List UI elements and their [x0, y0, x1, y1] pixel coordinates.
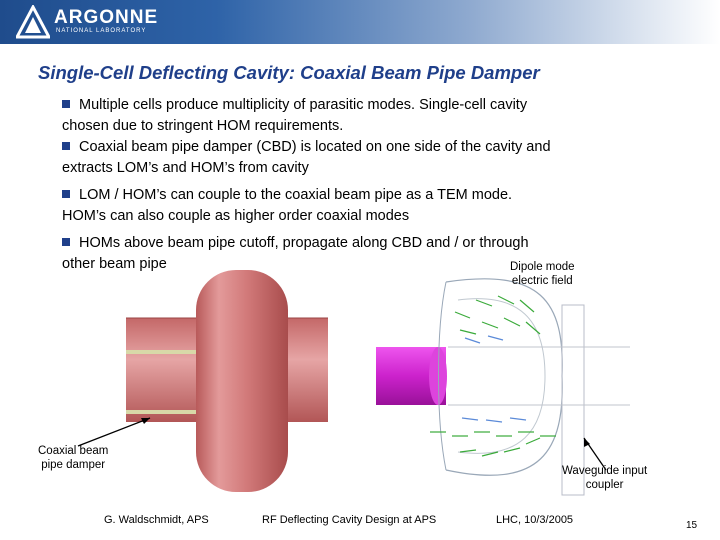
bullet-item: HOMs above beam pipe cutoff, propagate a… — [62, 233, 622, 275]
bullet-item: Coaxial beam pipe damper (CBD) is locate… — [62, 137, 622, 179]
dipole-label-line1: Dipole mode — [510, 261, 575, 273]
waveguide-label-line1: Waveguide input — [562, 465, 648, 477]
bullet-item: LOM / HOM’s can couple to the coaxial be… — [62, 185, 622, 227]
dipole-label-line2: electric field — [511, 275, 573, 287]
cbd-label-line1: Coaxial beam — [38, 445, 109, 457]
cbd-label: Coaxial beam pipe damper — [38, 444, 108, 472]
waveguide-label-line2: coupler — [585, 479, 624, 491]
bullet-square-icon — [62, 100, 70, 108]
bullet-text: chosen due to stringent HOM requirements… — [62, 118, 344, 134]
bullet-square-icon — [62, 190, 70, 198]
cavity-cell — [196, 270, 288, 492]
bullet-text: LOM / HOM’s can couple to the coaxial be… — [79, 187, 513, 203]
bullet-text: HOMs above beam pipe cutoff, propagate a… — [79, 235, 529, 251]
cbd-label-line2: pipe damper — [41, 459, 106, 471]
field-plot — [376, 278, 630, 496]
bullet-square-icon — [62, 238, 70, 246]
bullet-text: other beam pipe — [62, 256, 167, 272]
header-bar: ARGONNE NATIONAL LABORATORY — [0, 0, 720, 44]
bullet-text: Multiple cells produce multiplicity of p… — [79, 97, 528, 113]
logo-name: ARGONNE — [54, 7, 159, 28]
argonne-logo-icon — [16, 5, 50, 39]
damper-stripe-lower — [126, 410, 196, 414]
waveguide-label: Waveguide input coupler — [562, 464, 647, 492]
field-arrows-lower — [430, 417, 556, 457]
callout-arrow-waveguide — [583, 437, 607, 471]
bullet-text: Coaxial beam pipe damper (CBD) is locate… — [79, 139, 551, 155]
footer-event: LHC, 10/3/2005 — [496, 514, 574, 526]
slide-title: Single-Cell Deflecting Cavity: Coaxial B… — [38, 62, 540, 83]
cavity-model — [126, 270, 328, 492]
footer-talk-title: RF Deflecting Cavity Design at APS — [262, 514, 437, 526]
bullet-item: Multiple cells produce multiplicity of p… — [62, 95, 622, 137]
bullet-square-icon — [62, 142, 70, 150]
field-arrows-upper — [454, 295, 541, 344]
waveguide-outline — [561, 304, 585, 496]
logo-subtitle: NATIONAL LABORATORY — [56, 28, 147, 34]
callout-arrow-cbd — [77, 417, 151, 447]
dipole-mode-label: Dipole mode electric field — [510, 260, 575, 288]
damper-stripe-upper — [126, 350, 196, 354]
footer-author: G. Waldschmidt, APS — [104, 514, 209, 526]
bullet-text: HOM’s can also couple as higher order co… — [62, 208, 410, 224]
page-number: 15 — [686, 520, 698, 531]
bullet-text: extracts LOM’s and HOM’s from cavity — [62, 160, 309, 176]
bullet-list: Multiple cells produce multiplicity of p… — [62, 95, 622, 275]
